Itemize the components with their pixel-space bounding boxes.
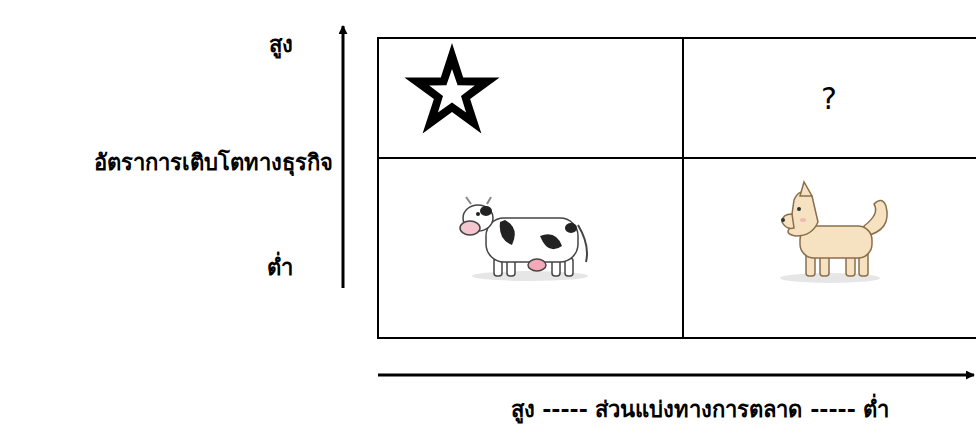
matrix-cell: ? (684, 39, 974, 157)
dog-icon (780, 182, 887, 283)
y-axis-title: อัตราการเติบโตทางธุรกิจ (94, 150, 333, 176)
x-axis-arrow (378, 374, 974, 377)
y-axis-arrow (342, 26, 345, 288)
axis-high-label: สูง (269, 32, 293, 58)
matrix-grid (378, 38, 976, 338)
cow-icon (460, 197, 588, 281)
axis-low-label: ต่ำ (267, 255, 293, 281)
cell-symbol: ? (821, 81, 837, 116)
star-icon (404, 43, 499, 134)
x-axis-title: สูง ----- ส่วนแบ่งทางการตลาด ----- ต่ำ (511, 397, 890, 423)
